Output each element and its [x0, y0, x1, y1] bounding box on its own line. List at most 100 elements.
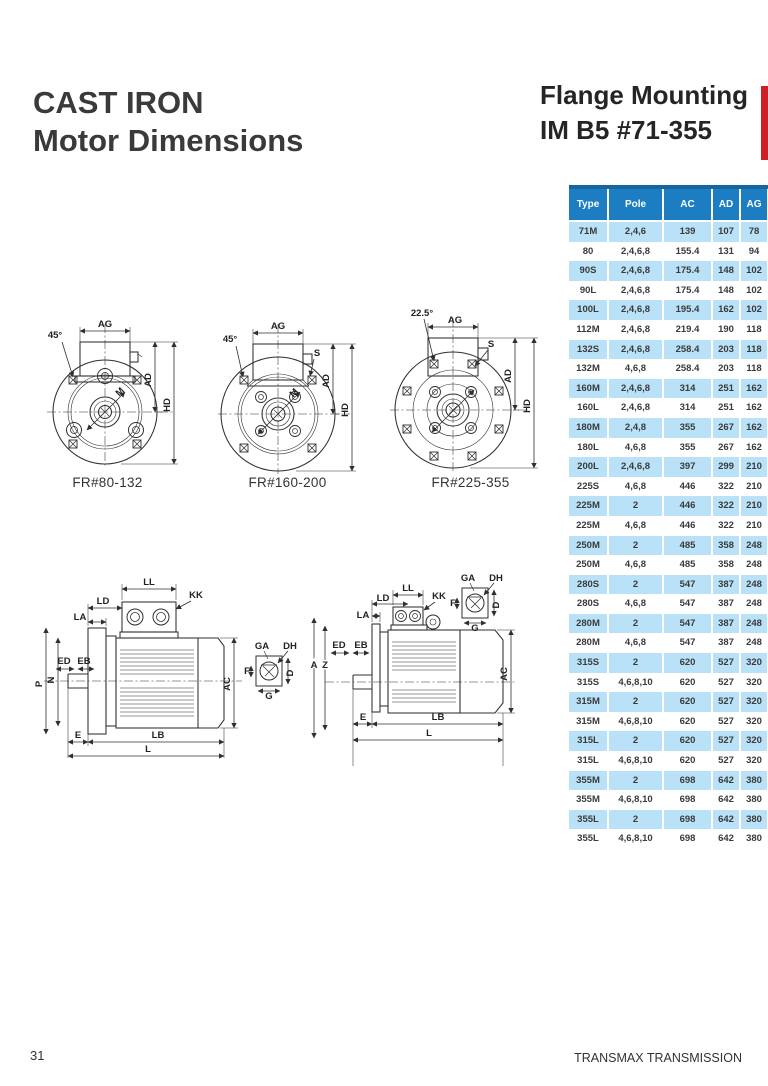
table-cell: 320	[740, 731, 768, 752]
page-title-line1: CAST IRON	[33, 85, 204, 120]
table-cell: 118	[740, 359, 768, 379]
table-cell: 2	[608, 653, 664, 673]
dim-label-s: S	[488, 339, 494, 350]
page-number: 31	[30, 1048, 45, 1063]
page-title-line2: Motor Dimensions	[33, 123, 304, 158]
table-cell: 355L	[569, 829, 609, 847]
table-cell: 225M	[569, 496, 609, 516]
dim-label-ac: AC	[499, 667, 510, 681]
table-cell: 355	[663, 437, 713, 458]
dim-label-d: D	[491, 601, 502, 608]
table-cell: 320	[740, 672, 768, 693]
table-cell: 315L	[569, 751, 609, 771]
table-cell: 358	[712, 535, 741, 556]
dim-label-g: G	[265, 691, 272, 702]
dim-label-l: L	[426, 728, 432, 739]
table-cell: 90L	[569, 280, 609, 301]
table-cell: 2	[608, 731, 664, 752]
table-cell: 248	[740, 555, 768, 575]
table-cell: 387	[712, 613, 741, 634]
dim-label-angle: 45°	[48, 330, 63, 341]
table-cell: 380	[740, 770, 768, 791]
red-edge-tab	[761, 86, 768, 160]
table-cell: 642	[712, 809, 741, 830]
table-cell: 299	[712, 457, 741, 477]
dim-label-la: LA	[74, 612, 87, 623]
table-cell: 4,6,8,10	[608, 672, 664, 693]
table-cell: 200L	[569, 457, 609, 477]
table-cell: 160L	[569, 398, 609, 418]
dim-label-ac: AC	[222, 677, 233, 691]
dim-label-d: D	[285, 669, 296, 676]
table-cell: 4,6,8	[608, 359, 664, 379]
table-cell: 4,6,8,10	[608, 790, 664, 810]
table-cell: 397	[663, 457, 713, 477]
table-cell: 2,4,6,8	[608, 261, 664, 281]
table-cell: 219.4	[663, 319, 713, 340]
dim-label-ed: ED	[57, 656, 70, 667]
table-cell: 148	[712, 261, 741, 281]
table-cell: 102	[740, 261, 768, 281]
table-cell: 2,4,6,8	[608, 378, 664, 399]
table-cell: 4,6,8	[608, 633, 664, 654]
table-cell: 210	[740, 515, 768, 536]
table-cell: 225S	[569, 476, 609, 497]
shaft-end-detail-right: GA DH F G D	[450, 573, 503, 634]
table-cell: 175.4	[663, 280, 713, 301]
table-cell: 280S	[569, 574, 609, 595]
table-cell: 148	[712, 280, 741, 301]
table-cell: 225M	[569, 515, 609, 536]
table-cell: 4,6,8	[608, 594, 664, 614]
table-cell: 547	[663, 633, 713, 654]
table-cell: 102	[740, 300, 768, 320]
table-cell: 355L	[569, 809, 609, 830]
table-cell: 315S	[569, 653, 609, 673]
table-cell: 355M	[569, 770, 609, 791]
table-cell: 315L	[569, 731, 609, 752]
shaft-end-detail-left: GA DH F G D	[244, 641, 297, 702]
table-cell: 80	[569, 241, 609, 262]
table-cell: 4,6,8	[608, 476, 664, 497]
dim-label-a: A	[311, 660, 318, 671]
table-cell: 2,4,6	[608, 221, 664, 242]
dim-label-lb: LB	[152, 730, 165, 741]
table-cell: 322	[712, 515, 741, 536]
table-cell: 162	[712, 300, 741, 320]
table-cell: 2,4,6,8	[608, 280, 664, 301]
table-cell: 355	[663, 417, 713, 438]
table-cell: 267	[712, 437, 741, 458]
table-cell: 642	[712, 829, 741, 847]
column-header: Type	[569, 185, 609, 222]
table-cell: 620	[663, 653, 713, 673]
dim-label-ga: GA	[255, 641, 269, 652]
dim-label-hd: HD	[340, 403, 351, 417]
dim-label-ll: LL	[402, 583, 414, 594]
table-cell: 118	[740, 319, 768, 340]
dim-label-ld: LD	[97, 596, 110, 607]
dim-label-ga: GA	[461, 573, 475, 584]
table-cell: 4,6,8,10	[608, 711, 664, 732]
table-cell: 527	[712, 653, 741, 673]
front-view-fr80-132: AG 45° M AD HD	[47, 319, 178, 468]
table-cell: 94	[740, 241, 768, 262]
dim-label-e: E	[360, 712, 366, 723]
table-cell: 4,6,8	[608, 437, 664, 458]
dim-label-ad: AD	[503, 369, 514, 383]
table-cell: 642	[712, 790, 741, 810]
